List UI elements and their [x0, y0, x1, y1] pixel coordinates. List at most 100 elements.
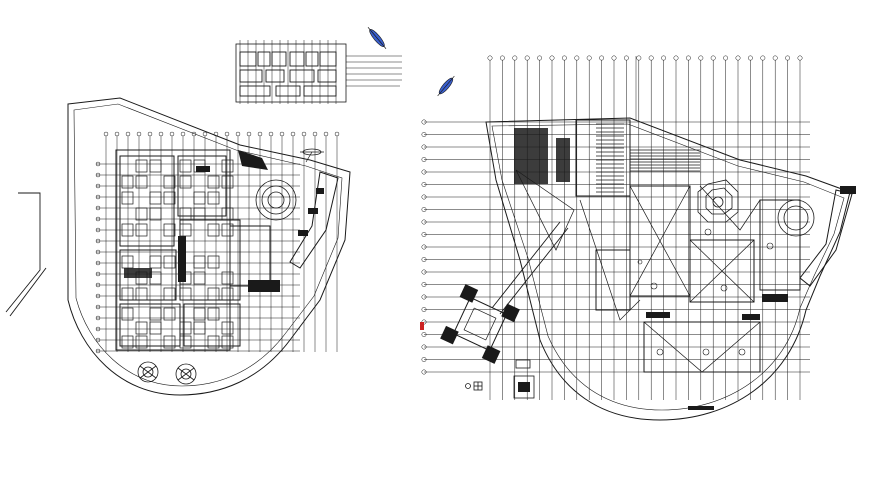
grid-bubble — [95, 293, 101, 299]
grid-bubble — [599, 55, 605, 61]
room-partition — [179, 207, 192, 221]
room-partition — [121, 191, 134, 205]
room-partition — [163, 191, 176, 205]
grid-bubble — [524, 55, 530, 61]
room-partition — [135, 207, 148, 221]
grid-bubble — [421, 369, 427, 375]
left-ramp-detail — [298, 188, 324, 236]
grid-bubble — [95, 161, 101, 167]
grid-bubble — [735, 55, 741, 61]
grid-bubble — [114, 131, 120, 137]
grid-bubble — [95, 216, 101, 222]
room-partition — [135, 175, 148, 189]
room-partition — [121, 287, 134, 301]
room-partition — [179, 287, 192, 301]
room-partition — [149, 207, 162, 221]
grid-bubble — [224, 131, 230, 137]
room-partition — [179, 335, 192, 349]
room-partition — [221, 321, 234, 335]
room-partition — [135, 321, 148, 335]
grid-bubble — [772, 55, 778, 61]
grid-bubble — [95, 271, 101, 277]
grid-bubble — [213, 131, 219, 137]
grid-bubble — [103, 131, 109, 137]
grid-bubble — [235, 131, 241, 137]
connecting-bridge — [491, 221, 569, 315]
grid-bubble — [499, 55, 505, 61]
grid-bubble — [574, 55, 580, 61]
roof-stair-hatch — [596, 123, 700, 193]
grid-bubble — [268, 131, 274, 137]
roof-sections — [575, 119, 801, 373]
room-partition — [179, 159, 192, 173]
room-partition — [193, 271, 206, 285]
key-plan-thumbnail — [235, 40, 402, 104]
room-partition — [207, 175, 220, 189]
roof-round-stair — [777, 199, 815, 237]
grid-bubble — [95, 249, 101, 255]
grid-bubble — [158, 131, 164, 137]
grid-bubble — [95, 183, 101, 189]
roof-dark-blocks — [514, 128, 856, 410]
grid-bubble — [301, 131, 307, 137]
grid-bubble — [180, 131, 186, 137]
grid-bubble — [421, 257, 427, 262]
grid-bubble — [246, 131, 252, 137]
grid-bubble — [421, 357, 427, 362]
grid-bubble — [169, 131, 175, 137]
grid-bubble — [421, 157, 427, 162]
right-roof-plan — [420, 55, 856, 421]
grid-bubble — [421, 182, 427, 187]
roof-octagon-dome — [697, 179, 739, 223]
key-plan-grid-lines — [239, 40, 337, 104]
grid-bubble — [421, 307, 427, 312]
compass-needle-icon — [367, 27, 387, 49]
grid-bubble — [685, 55, 691, 61]
grid-bubble — [279, 131, 285, 137]
room-partition — [135, 287, 148, 301]
room-partition — [207, 335, 220, 349]
room-partition — [149, 307, 162, 321]
grid-bubble — [487, 55, 493, 61]
room-partition — [163, 223, 176, 237]
grid-bubble — [290, 131, 296, 137]
grid-bubble — [421, 232, 427, 237]
room-partition — [221, 175, 234, 189]
room-partition — [135, 335, 148, 349]
roof-ridge-lines — [515, 169, 761, 373]
room-partition — [221, 223, 234, 237]
rotated-pavilion — [440, 284, 520, 364]
grid-bubble — [95, 348, 101, 354]
room-partition — [121, 307, 134, 321]
room-partition — [149, 321, 162, 335]
room-partition — [179, 175, 192, 189]
room-partition — [193, 255, 206, 269]
roof-curved-ramp — [799, 189, 853, 287]
left-curved-ramp — [289, 171, 339, 269]
room-partition — [121, 175, 134, 189]
grid-bubble — [95, 315, 101, 321]
grid-bubble — [421, 344, 427, 350]
grid-bubble — [95, 172, 101, 178]
drawing-detail-blocks — [465, 359, 535, 399]
tree-symbol-icon — [137, 361, 197, 385]
grid-bubble — [421, 207, 427, 212]
access-road-edge — [9, 267, 47, 317]
red-revision-marker — [420, 322, 424, 330]
room-partition — [149, 255, 162, 269]
grid-bubble — [421, 194, 427, 200]
grid-bubble — [191, 131, 197, 137]
grid-bubble — [747, 55, 753, 61]
room-partition — [121, 335, 134, 349]
grid-bubble — [421, 119, 427, 125]
room-partition — [207, 191, 220, 205]
room-partition — [221, 271, 234, 285]
room-partition — [221, 207, 234, 221]
room-partition — [207, 307, 220, 321]
room-partition — [193, 307, 206, 321]
room-partition — [221, 287, 234, 301]
compass-needle-icon — [437, 75, 455, 97]
grid-bubble — [661, 55, 667, 61]
grid-bubble — [421, 144, 427, 150]
